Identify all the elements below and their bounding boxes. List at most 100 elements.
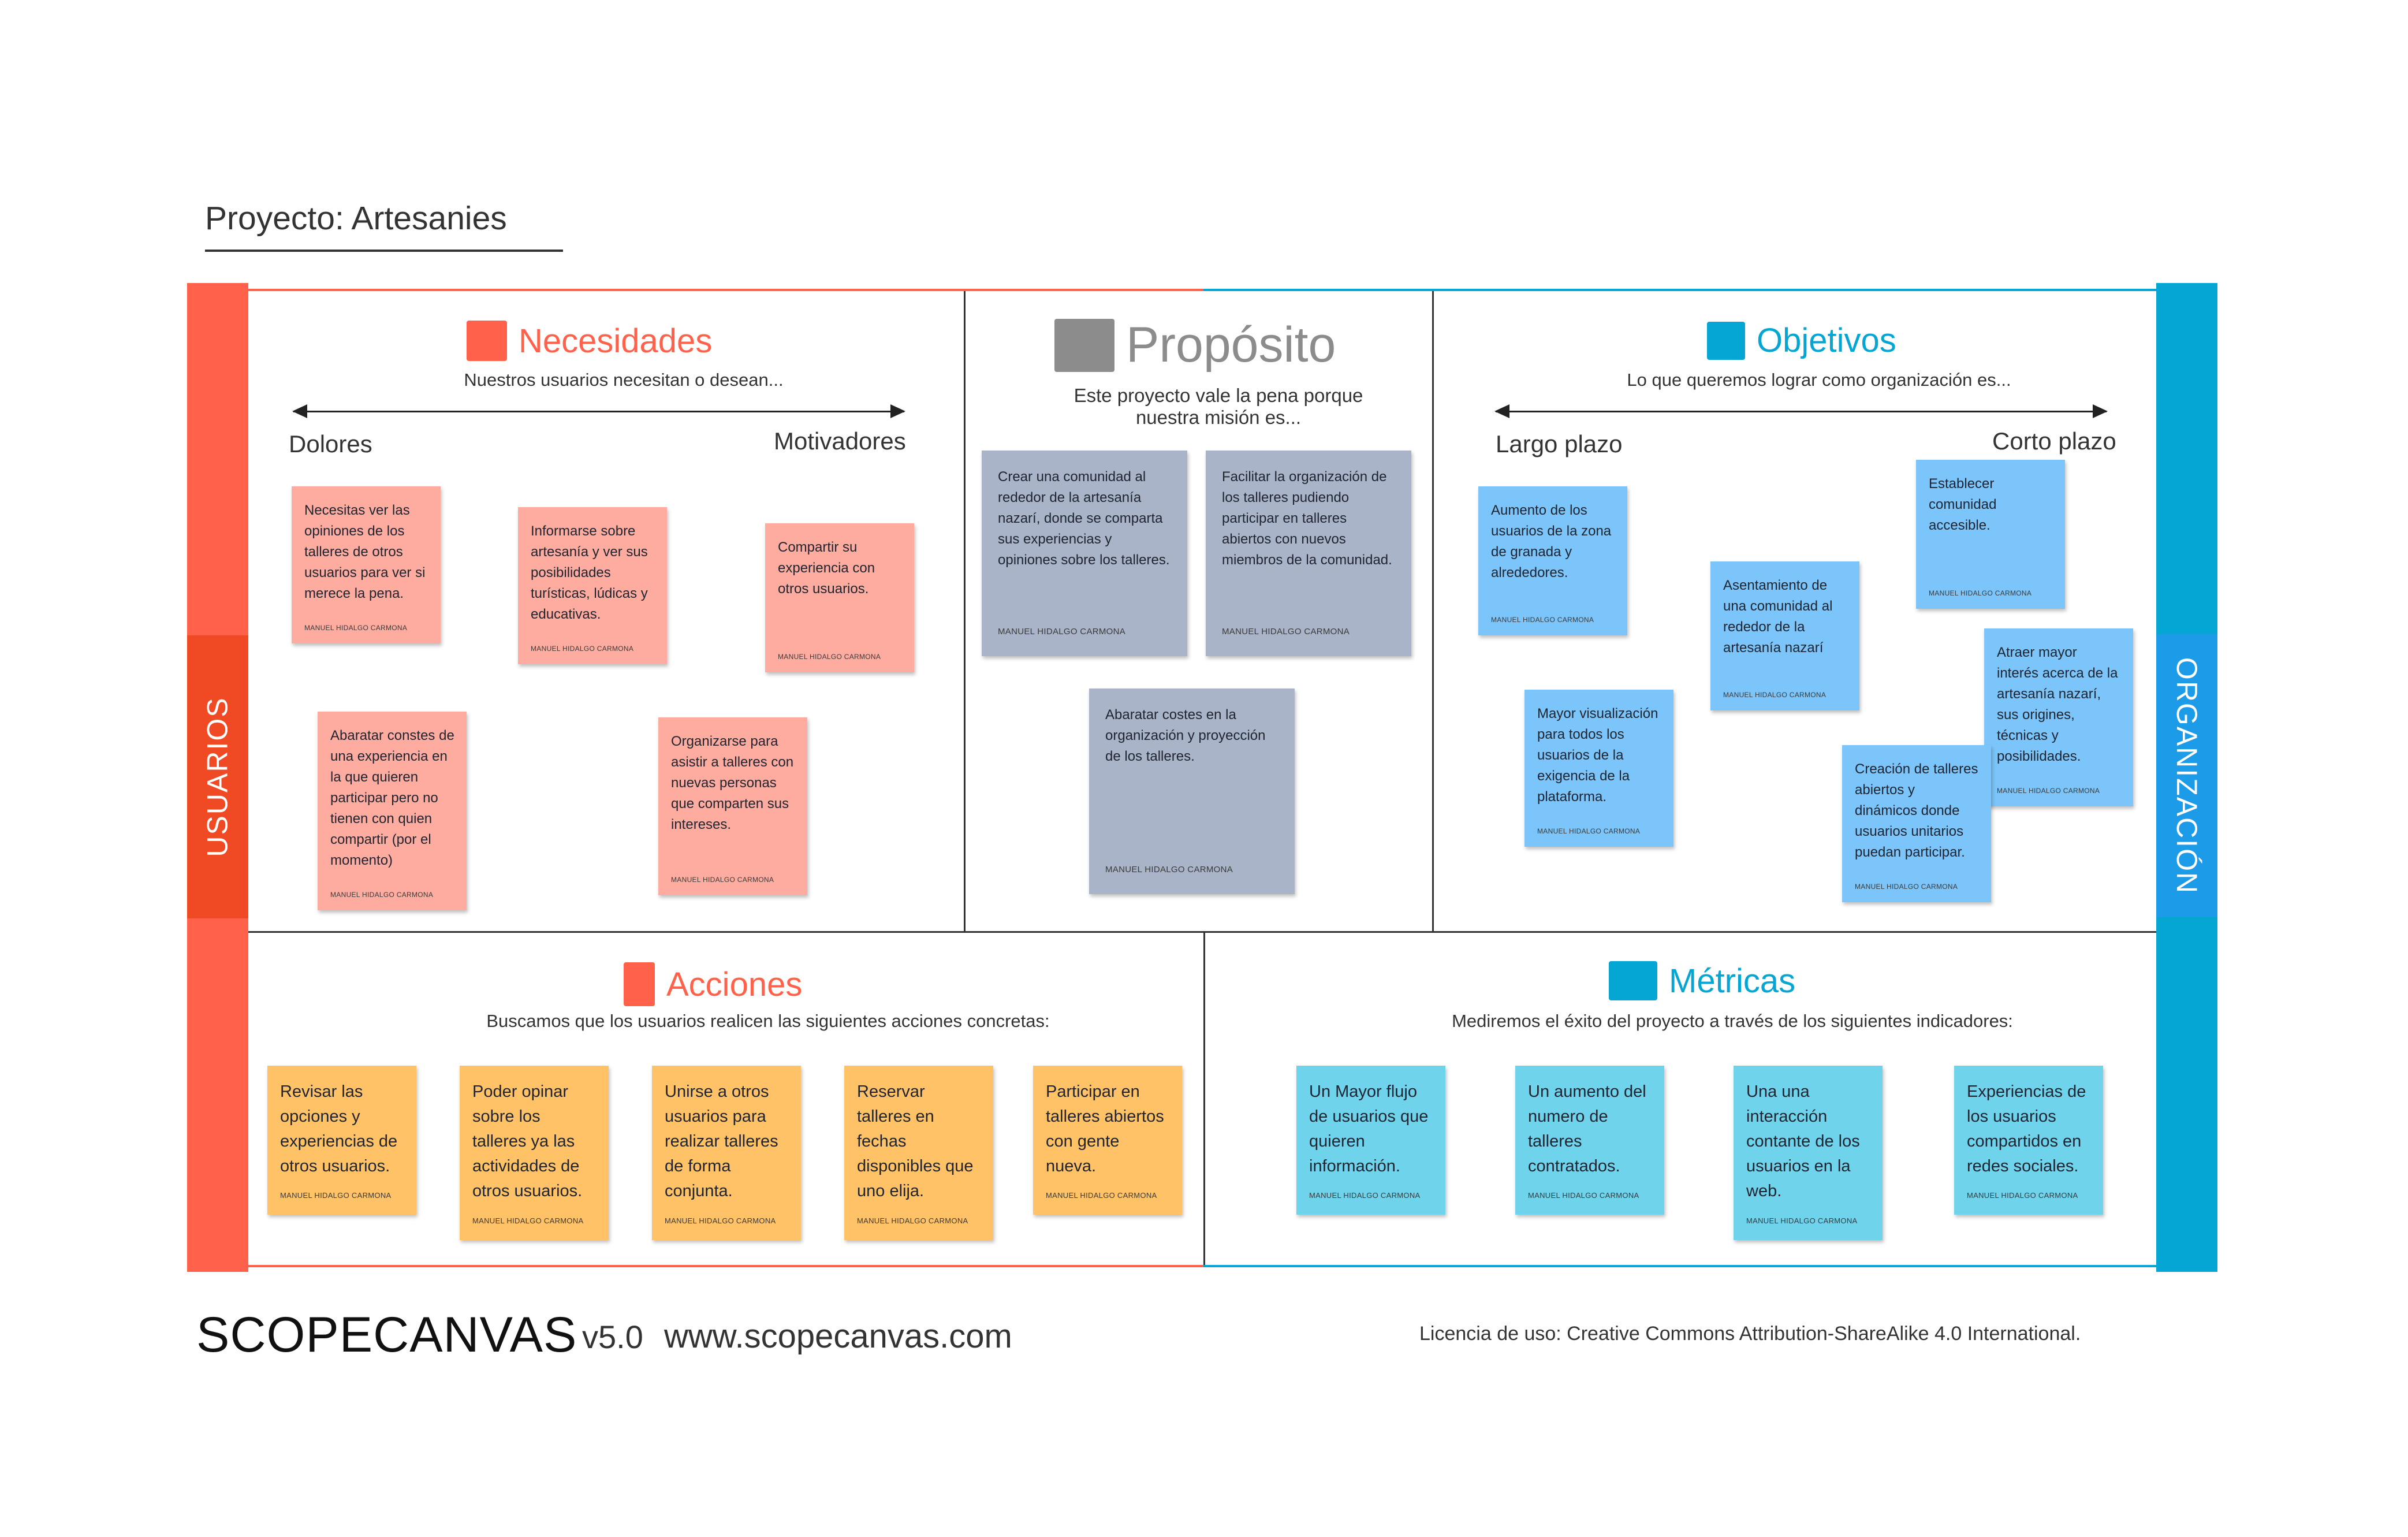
accion-note[interactable]: Poder opinar sobre los talleres ya las a… bbox=[460, 1066, 609, 1240]
objetivos-subtitle: Lo que queremos lograr como organización… bbox=[1627, 370, 2011, 390]
note-text: Abaratar costes en la organización y pro… bbox=[1105, 707, 1266, 764]
objetivo-note[interactable]: Aumento de los usuarios de la zona de gr… bbox=[1478, 486, 1627, 635]
note-text: Experiencias de los usuarios compartidos… bbox=[1967, 1082, 2086, 1175]
objetivo-note[interactable]: Establecer comunidad accesible. MANUEL H… bbox=[1916, 460, 2065, 609]
objetivo-note[interactable]: Mayor visualización para todos los usuar… bbox=[1524, 690, 1673, 847]
accion-note[interactable]: Unirse a otros usuarios para realizar ta… bbox=[652, 1066, 801, 1240]
note-author: MANUEL HIDALGO CARMONA bbox=[1537, 827, 1641, 835]
website-link[interactable]: www.scopecanvas.com bbox=[664, 1318, 1012, 1355]
proposito-title: Propósito bbox=[1126, 317, 1336, 373]
necesidades-header: Necesidades bbox=[467, 321, 712, 361]
necesidades-right-label: Motivadores bbox=[774, 427, 906, 455]
note-author: MANUEL HIDALGO CARMONA bbox=[857, 1216, 968, 1225]
note-text: Crear una comunidad al rededor de la art… bbox=[998, 469, 1170, 568]
usuarios-label: USUARIOS bbox=[202, 697, 234, 857]
note-author: MANUEL HIDALGO CARMONA bbox=[1309, 1191, 1421, 1200]
note-author: MANUEL HIDALGO CARMONA bbox=[1491, 616, 1594, 624]
metrica-note[interactable]: Una una interacción contante de los usua… bbox=[1734, 1066, 1883, 1240]
acciones-header: Acciones bbox=[624, 962, 802, 1006]
organizacion-label: ORGANIZACIÓN bbox=[2171, 657, 2204, 895]
note-text: Facilitar la organización de los tallere… bbox=[1222, 469, 1392, 568]
note-text: Mayor visualización para todos los usuar… bbox=[1537, 706, 1658, 805]
note-text: Creación de talleres abiertos y dinámico… bbox=[1855, 761, 1978, 860]
accion-note[interactable]: Revisar las opciones y experiencias de o… bbox=[267, 1066, 416, 1215]
note-author: MANUEL HIDALGO CARMONA bbox=[1967, 1191, 2078, 1200]
note-text: Una una interacción contante de los usua… bbox=[1746, 1082, 1860, 1200]
note-author: MANUEL HIDALGO CARMONA bbox=[665, 1216, 776, 1225]
note-text: Participar en talleres abiertos con gent… bbox=[1046, 1082, 1164, 1175]
necesidad-note[interactable]: Informarse sobre artesanía y ver sus pos… bbox=[518, 507, 667, 664]
objetivos-right-label: Corto plazo bbox=[1992, 427, 2116, 455]
proposito-subtitle: Este proyecto vale la pena porque nuestr… bbox=[1073, 385, 1363, 428]
metrica-note[interactable]: Experiencias de los usuarios compartidos… bbox=[1954, 1066, 2103, 1215]
metrica-note[interactable]: Un Mayor flujo de usuarios que quieren i… bbox=[1296, 1066, 1445, 1215]
objetivos-header: Objetivos bbox=[1707, 321, 1896, 360]
note-author: MANUEL HIDALGO CARMONA bbox=[998, 627, 1126, 637]
proposito-note[interactable]: Abaratar costes en la organización y pro… bbox=[1089, 689, 1295, 894]
brand-logo: SCOPECANVAS bbox=[196, 1307, 577, 1363]
organizacion-tab: ORGANIZACIÓN bbox=[2156, 634, 2217, 917]
metricas-title: Métricas bbox=[1669, 962, 1796, 1000]
acciones-square-icon bbox=[624, 962, 655, 1006]
acciones-subtitle: Buscamos que los usuarios realicen las s… bbox=[486, 1011, 1050, 1031]
note-author: MANUEL HIDALGO CARMONA bbox=[304, 624, 408, 632]
note-text: Asentamiento de una comunidad al rededor… bbox=[1723, 578, 1833, 656]
necesidades-square-icon bbox=[467, 321, 507, 361]
necesidades-arrow bbox=[292, 404, 905, 418]
note-author: MANUEL HIDALGO CARMONA bbox=[1222, 627, 1350, 637]
objetivos-square-icon bbox=[1707, 321, 1745, 360]
accion-note[interactable]: Reservar talleres en fechas disponibles … bbox=[844, 1066, 993, 1240]
note-text: Establecer comunidad accesible. bbox=[1929, 476, 1997, 533]
note-author: MANUEL HIDALGO CARMONA bbox=[1997, 787, 2100, 795]
necesidades-left-label: Dolores bbox=[289, 430, 372, 457]
accion-note[interactable]: Participar en talleres abiertos con gent… bbox=[1033, 1066, 1182, 1215]
note-text: Un aumento del numero de talleres contra… bbox=[1528, 1082, 1646, 1175]
metricas-square-icon bbox=[1609, 961, 1657, 1000]
note-text: Unirse a otros usuarios para realizar ta… bbox=[665, 1082, 778, 1200]
note-text: Necesitas ver las opiniones de los talle… bbox=[304, 503, 426, 601]
objetivos-arrow bbox=[1494, 404, 2108, 418]
version-label: v5.0 bbox=[582, 1319, 643, 1355]
note-text: Reservar talleres en fechas disponibles … bbox=[857, 1082, 974, 1200]
note-text: Organizarse para asistir a talleres con … bbox=[671, 734, 794, 832]
note-author: MANUEL HIDALGO CARMONA bbox=[330, 891, 434, 899]
license-text: Licencia de uso: Creative Commons Attrib… bbox=[1419, 1323, 2081, 1345]
proposito-note[interactable]: Facilitar la organización de los tallere… bbox=[1206, 451, 1411, 656]
objetivos-left-label: Largo plazo bbox=[1496, 430, 1623, 457]
note-text: Poder opinar sobre los talleres ya las a… bbox=[472, 1082, 583, 1200]
necesidad-note[interactable]: Necesitas ver las opiniones de los talle… bbox=[292, 486, 441, 643]
note-author: MANUEL HIDALGO CARMONA bbox=[280, 1191, 392, 1200]
acciones-title: Acciones bbox=[666, 965, 803, 1003]
necesidades-title: Necesidades bbox=[519, 322, 713, 360]
note-author: MANUEL HIDALGO CARMONA bbox=[778, 653, 881, 661]
note-author: MANUEL HIDALGO CARMONA bbox=[472, 1216, 584, 1225]
note-text: Aumento de los usuarios de la zona de gr… bbox=[1491, 503, 1612, 580]
note-author: MANUEL HIDALGO CARMONA bbox=[1723, 691, 1826, 699]
note-author: MANUEL HIDALGO CARMONA bbox=[1528, 1191, 1639, 1200]
necesidad-note[interactable]: Abaratar constes de una experiencia en l… bbox=[318, 712, 467, 910]
frame-top-blue bbox=[1203, 289, 2156, 291]
note-text: Abaratar constes de una experiencia en l… bbox=[330, 728, 454, 868]
frame-bottom-blue bbox=[1203, 1265, 2156, 1267]
note-author: MANUEL HIDALGO CARMONA bbox=[1105, 865, 1233, 874]
proposito-header: Propósito bbox=[1054, 317, 1336, 374]
objetivo-note[interactable]: Creación de talleres abiertos y dinámico… bbox=[1842, 745, 1991, 902]
note-text: Informarse sobre artesanía y ver sus pos… bbox=[531, 523, 648, 622]
usuarios-tab: USUARIOS bbox=[187, 635, 248, 918]
frame-middle-divider bbox=[248, 931, 2156, 933]
proposito-note[interactable]: Crear una comunidad al rededor de la art… bbox=[982, 451, 1187, 656]
necesidad-note[interactable]: Organizarse para asistir a talleres con … bbox=[658, 717, 807, 895]
note-text: Un Mayor flujo de usuarios que quieren i… bbox=[1309, 1082, 1429, 1175]
objetivo-note[interactable]: Asentamiento de una comunidad al rededor… bbox=[1710, 561, 1859, 710]
note-text: Atraer mayor interés acerca de la artesa… bbox=[1997, 645, 2118, 764]
note-author: MANUEL HIDALGO CARMONA bbox=[671, 876, 774, 884]
divider-acciones-metricas bbox=[1203, 933, 1205, 1265]
metrica-note[interactable]: Un aumento del numero de talleres contra… bbox=[1515, 1066, 1664, 1215]
note-author: MANUEL HIDALGO CARMONA bbox=[1746, 1216, 1858, 1225]
frame-top-red bbox=[248, 289, 1203, 291]
necesidad-note[interactable]: Compartir su experiencia con otros usuar… bbox=[765, 523, 914, 672]
divider-necesidades-proposito bbox=[964, 291, 966, 931]
objetivos-title: Objetivos bbox=[1757, 322, 1896, 359]
objetivo-note[interactable]: Atraer mayor interés acerca de la artesa… bbox=[1984, 628, 2133, 806]
metricas-header: Métricas bbox=[1609, 961, 1795, 1000]
